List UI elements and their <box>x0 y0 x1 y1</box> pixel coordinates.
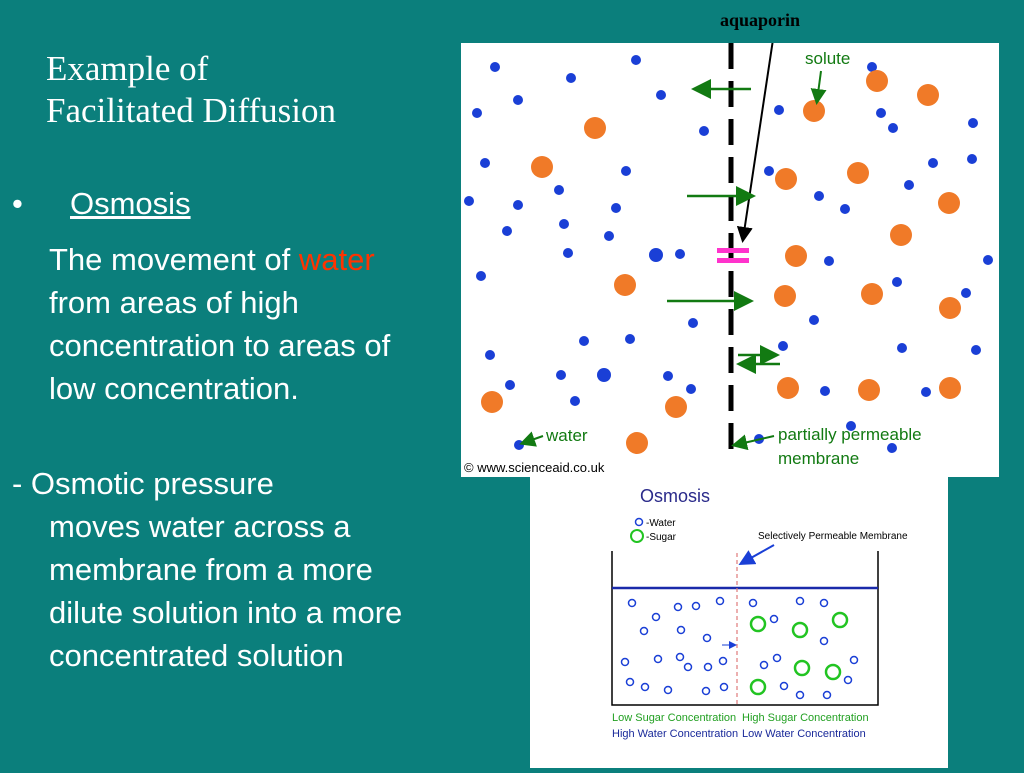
membrane-diagram: solute water partially permeable membran… <box>461 12 999 477</box>
definition-post: from areas of high concentration to area… <box>49 285 391 406</box>
legend-water: -Water <box>646 518 676 529</box>
solute-label: solute <box>805 49 850 68</box>
membrane-diagram-svg: solute water partially permeable membran… <box>464 12 993 475</box>
definition-text: The movement of water from areas of high… <box>49 238 429 410</box>
legend-sugar: -Sugar <box>646 532 677 543</box>
water-flow-arrows <box>667 79 780 374</box>
slide-title: Example of Facilitated Diffusion <box>46 48 446 132</box>
membrane-label-line-1: partially permeable <box>778 425 922 444</box>
definition-highlight: water <box>298 242 375 277</box>
bullet-marker: • <box>12 186 23 221</box>
water-label: water <box>545 426 588 445</box>
aquaporin-channel <box>717 248 749 263</box>
aquaporin-callout-line <box>736 12 778 243</box>
osmotic-pressure-note: - Osmotic pressure moves water across a … <box>12 462 432 677</box>
water-molecules <box>464 55 993 453</box>
solute-pointer <box>810 70 827 105</box>
water-circles <box>620 596 859 700</box>
osmosis-beaker-diagram: Osmosis -Water -Sugar Selectively Permea… <box>530 477 948 768</box>
aquaporin-callout-label: aquaporin <box>720 10 801 30</box>
definition-pre: The movement of <box>49 242 299 277</box>
membrane-label-line-2: membrane <box>778 449 859 468</box>
right-label-line-2: Low Water Concentration <box>742 728 866 740</box>
solute-molecules <box>481 70 961 454</box>
sugar-circles <box>749 611 849 696</box>
note-line-1: - Osmotic pressure <box>12 466 274 501</box>
beaker-outline <box>611 551 879 706</box>
left-label-line-2: High Water Concentration <box>612 728 738 740</box>
left-label-line-1: Low Sugar Concentration <box>612 712 736 724</box>
osmosis-beaker-svg: Osmosis -Water -Sugar Selectively Permea… <box>611 486 908 740</box>
water-pointer <box>519 431 544 447</box>
credit-text: © www.scienceaid.co.uk <box>464 460 605 475</box>
title-line-2: Facilitated Diffusion <box>46 91 336 130</box>
note-rest: moves water across a membrane from a mor… <box>49 509 403 673</box>
title-line-1: Example of <box>46 49 209 88</box>
right-label-line-1: High Sugar Concentration <box>742 712 869 724</box>
beaker-title: Osmosis <box>640 486 710 506</box>
membrane-caption: Selectively Permeable Membrane <box>758 531 908 542</box>
bullet-term: Osmosis <box>70 186 191 221</box>
membrane-pointer <box>731 434 775 451</box>
membrane-caption-arrow <box>738 544 775 565</box>
